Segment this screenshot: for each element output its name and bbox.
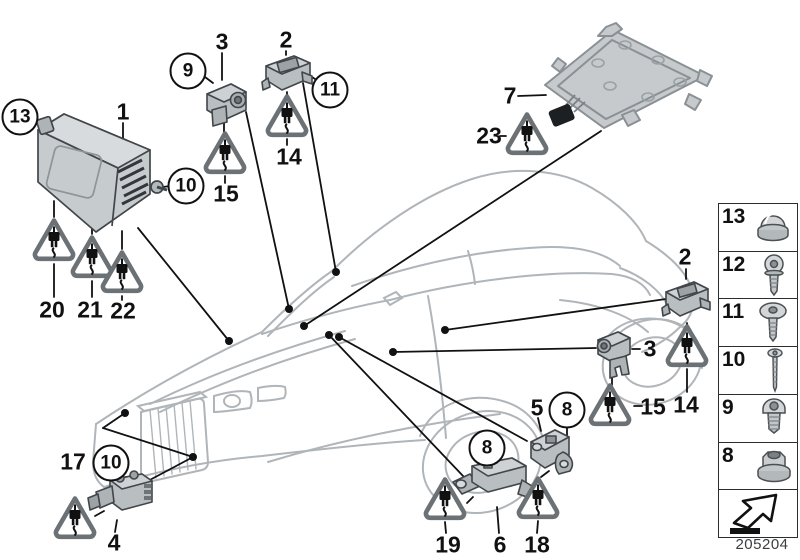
sensor-part-2-top — [261, 55, 313, 91]
callout-18[interactable]: 18 — [524, 531, 550, 558]
legend-item-8[interactable]: 8 — [719, 443, 797, 491]
legend-number: 12 — [722, 252, 746, 276]
callout-15-rear[interactable]: 15 — [640, 393, 666, 420]
legend-continuation[interactable] — [719, 490, 797, 537]
control-module-part — [35, 113, 168, 233]
callout-19[interactable]: 19 — [435, 531, 461, 558]
legend-item-10[interactable]: 10 — [719, 347, 797, 395]
mat-connector — [548, 103, 575, 127]
callout-3-rear[interactable]: 3 — [643, 335, 657, 362]
electrical-plug-warning-icon — [103, 253, 141, 291]
sensor-part-5-bracket — [530, 429, 574, 475]
callout-3-top[interactable]: 3 — [215, 28, 229, 55]
callout-5[interactable]: 5 — [530, 394, 544, 421]
callout-22[interactable]: 22 — [110, 297, 136, 324]
circled-callout-13[interactable]: 13 — [1, 98, 39, 136]
callout-7[interactable]: 7 — [503, 82, 517, 109]
legend-item-13[interactable]: 13 — [719, 204, 797, 252]
electrical-plug-warning-icon — [508, 115, 546, 153]
callout-14-top[interactable]: 14 — [276, 143, 302, 170]
callout-14-rear[interactable]: 14 — [673, 391, 699, 418]
long-screw-icon — [767, 348, 783, 394]
electrical-plug-warning-icon — [268, 97, 306, 135]
legend-number: 8 — [722, 443, 734, 467]
circled-callout-9[interactable]: 9 — [169, 52, 207, 90]
electrical-plug-warning-icon — [206, 134, 244, 172]
continuation-arrow-icon — [730, 494, 778, 535]
electrical-plug-warning-icon — [73, 238, 111, 276]
callout-1[interactable]: 1 — [116, 98, 130, 125]
callout-2-rear[interactable]: 2 — [678, 243, 692, 270]
circled-callout-8-right[interactable]: 8 — [548, 391, 586, 429]
sensor-part-3-top — [206, 83, 247, 127]
callout-4[interactable]: 4 — [107, 529, 121, 556]
sensor-part-3-rear — [596, 331, 631, 379]
sensor-part-2-rear — [661, 281, 711, 317]
seat-mat-part-7 — [544, 22, 713, 129]
callout-17[interactable]: 17 — [60, 448, 86, 475]
torx-screw-icon — [764, 253, 784, 296]
circled-callout-8-left[interactable]: 8 — [468, 429, 506, 467]
pan-head-screw-icon — [759, 302, 787, 343]
legend-number: 9 — [722, 395, 734, 419]
flange-nut-icon — [757, 450, 791, 482]
callout-20[interactable]: 20 — [39, 296, 65, 323]
electrical-plug-warning-icon — [591, 386, 629, 424]
sensor-part-4-front — [87, 470, 153, 511]
callout-2-top[interactable]: 2 — [279, 26, 293, 53]
circled-callout-10-top[interactable]: 10 — [167, 167, 205, 205]
location-dots — [121, 268, 449, 461]
legend-number: 11 — [722, 300, 745, 324]
legend-number: 10 — [722, 348, 746, 372]
legend-item-9[interactable]: 9 — [719, 395, 797, 443]
callout-21[interactable]: 21 — [77, 296, 103, 323]
plastic-rivet-icon — [757, 213, 789, 242]
legend-item-12[interactable]: 12 — [719, 252, 797, 300]
fastener-legend: 13 12 11 — [718, 203, 798, 538]
circled-callout-10-front[interactable]: 10 — [92, 444, 130, 482]
legend-item-11[interactable]: 11 — [719, 299, 797, 348]
legend-number: 13 — [722, 205, 746, 228]
torx-bolt-icon — [762, 398, 786, 434]
leader-lines — [32, 50, 688, 534]
document-number: 205204 — [735, 536, 789, 553]
callout-23[interactable]: 23 — [476, 122, 502, 149]
circled-callout-11[interactable]: 11 — [311, 71, 349, 109]
callout-15-top[interactable]: 15 — [213, 180, 239, 207]
callout-6[interactable]: 6 — [493, 531, 507, 558]
electrical-plug-warning-icon — [35, 221, 73, 259]
